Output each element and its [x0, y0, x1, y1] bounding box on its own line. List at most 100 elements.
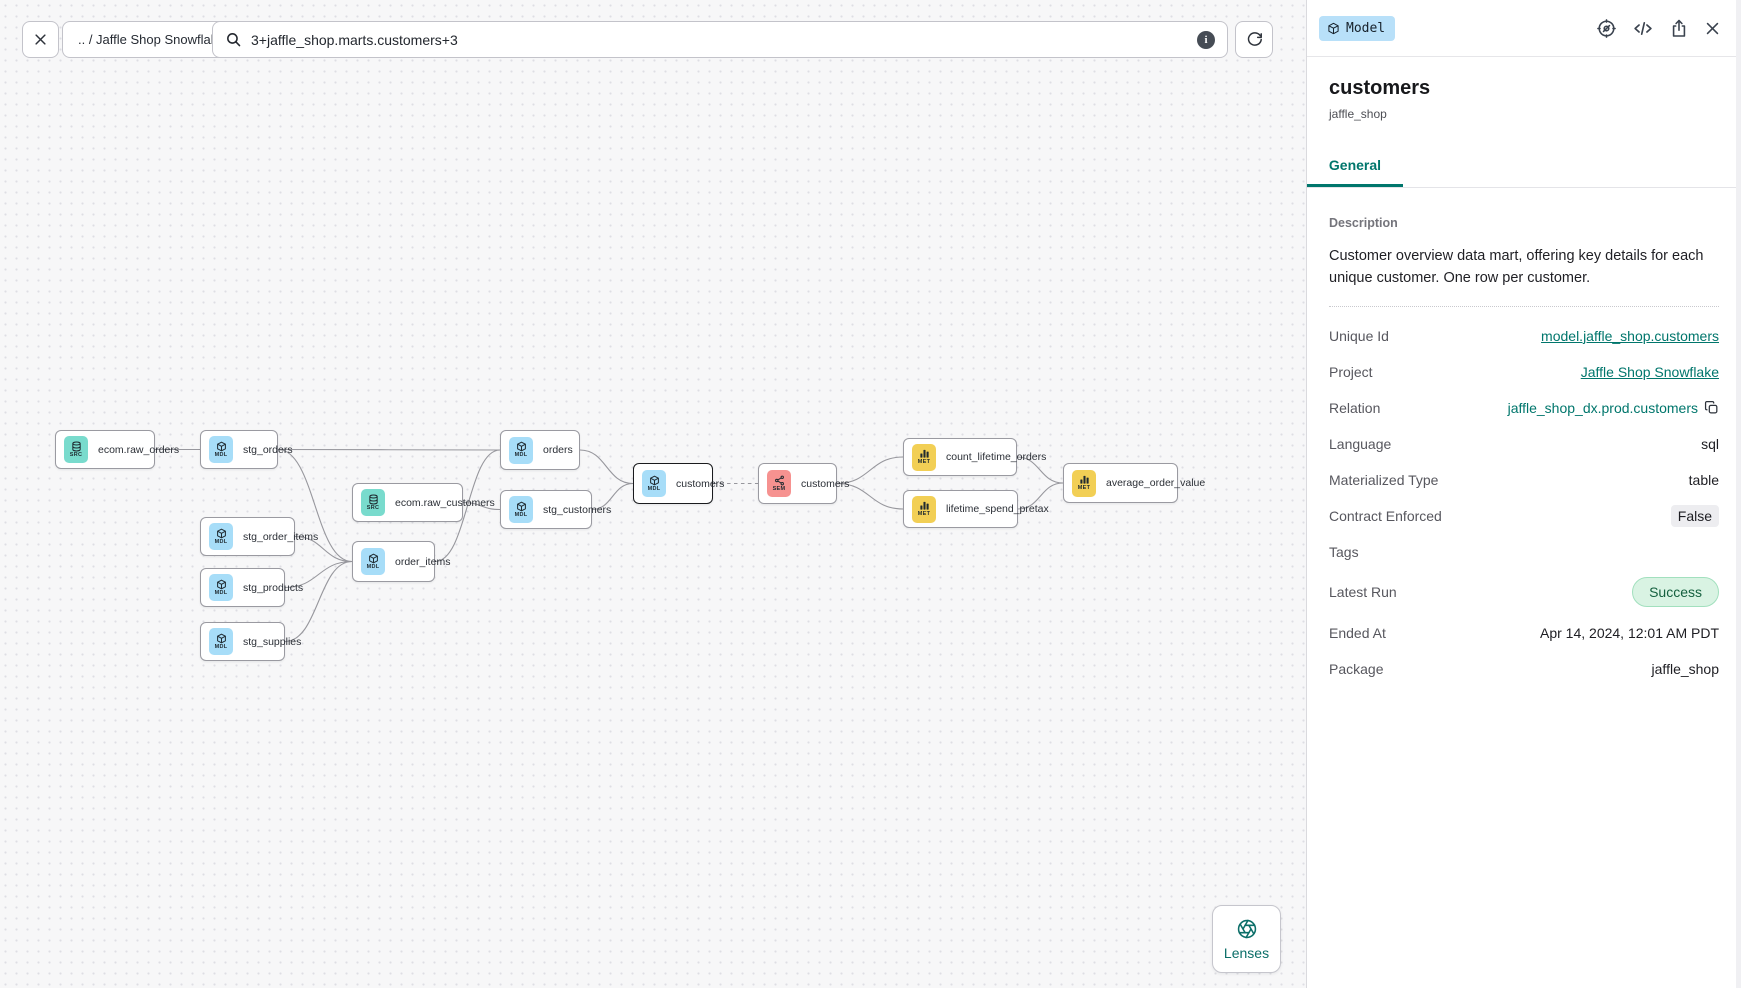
node-label: customers	[676, 477, 725, 490]
node-label: stg_order_items	[243, 530, 319, 543]
section-divider	[1329, 306, 1719, 307]
field-label: Unique Id	[1329, 327, 1389, 344]
close-panel-icon[interactable]	[1704, 20, 1721, 37]
node-label: orders	[543, 444, 573, 456]
panel-tabs: General	[1307, 148, 1741, 188]
field-value: jaffle_shop	[1651, 660, 1719, 677]
search-icon	[225, 31, 242, 48]
node-label: stg_orders	[243, 443, 293, 456]
field-value: jaffle_shop_dx.prod.customers	[1508, 400, 1719, 416]
graph-node-average_order_value[interactable]: MET average_order_value	[1063, 463, 1205, 503]
field-row: Unique Id model.jaffle_shop.customers	[1329, 325, 1719, 346]
bar-chart-icon: MET	[1072, 469, 1096, 497]
description-text: Customer overview data mart, offering ke…	[1329, 248, 1704, 286]
graph-node-lifetime_spend_pretax[interactable]: MET lifetime_spend_pretax	[903, 490, 1049, 528]
field-label: Language	[1329, 435, 1392, 452]
graph-node-stg_products[interactable]: MDL stg_products	[200, 568, 303, 607]
bar-chart-icon: MET	[912, 443, 936, 471]
cube-icon: MDL	[209, 574, 233, 601]
field-value: sql	[1701, 435, 1719, 452]
lenses-button[interactable]: Lenses	[1212, 905, 1281, 973]
field-value: Apr 14, 2024, 12:01 AM PDT	[1540, 624, 1719, 641]
copy-icon[interactable]	[1704, 400, 1719, 415]
cube-icon: MDL	[642, 470, 666, 497]
field-value-link[interactable]: Jaffle Shop Snowflake	[1580, 363, 1719, 380]
close-icon	[33, 32, 48, 47]
refresh-button[interactable]	[1235, 21, 1273, 58]
node-label: order_items	[395, 555, 451, 568]
tab-general[interactable]: General	[1307, 148, 1403, 187]
graph-node-stg_customers[interactable]: MDL stg_customers	[500, 490, 611, 529]
field-label: Project	[1329, 363, 1373, 380]
breadcrumb[interactable]: .. / Jaffle Shop Snowflake	[62, 21, 241, 58]
database-icon: SRC	[361, 489, 385, 516]
field-row: Materialized Type table	[1329, 469, 1719, 490]
panel-header: Model	[1307, 0, 1741, 57]
field-row: Language sql	[1329, 433, 1719, 454]
cube-icon: MDL	[509, 436, 533, 464]
graph-node-orders[interactable]: MDL orders	[500, 430, 580, 470]
refresh-icon	[1246, 31, 1263, 48]
info-icon[interactable]: i	[1197, 30, 1215, 49]
close-lineage-button[interactable]	[22, 21, 59, 58]
graph-node-raw_customers[interactable]: SRC ecom.raw_customers	[352, 483, 495, 522]
cube-icon: MDL	[509, 496, 533, 523]
graph-node-count_lifetime_orders[interactable]: MET count_lifetime_orders	[903, 438, 1046, 476]
node-label: stg_customers	[543, 503, 612, 516]
resource-type-badge: Model	[1319, 15, 1396, 41]
node-label: ecom.raw_customers	[395, 496, 495, 509]
search-input[interactable]	[251, 31, 1197, 48]
details-panel: Model customers jaffle_shop General Desc…	[1306, 0, 1741, 988]
status-badge: Success	[1632, 577, 1719, 607]
field-row: Relation jaffle_shop_dx.prod.customers	[1329, 397, 1719, 418]
lineage-search[interactable]: i	[212, 21, 1228, 58]
panel-subtitle: jaffle_shop	[1329, 107, 1387, 121]
node-label: lifetime_spend_pretax	[946, 503, 1049, 515]
graph-node-stg_supplies[interactable]: MDL stg_supplies	[200, 622, 301, 661]
database-icon: SRC	[64, 436, 88, 463]
node-label: count_lifetime_orders	[946, 451, 1047, 463]
field-value: table	[1688, 471, 1719, 488]
lenses-label: Lenses	[1223, 944, 1270, 961]
field-label: Latest Run	[1329, 584, 1397, 600]
node-label: stg_products	[243, 581, 304, 594]
field-label: Ended At	[1329, 624, 1386, 641]
field-row: Ended At Apr 14, 2024, 12:01 AM PDT	[1329, 622, 1719, 643]
share-icon: SEM	[767, 470, 791, 497]
breadcrumb-label: .. / Jaffle Shop Snowflake	[78, 32, 225, 47]
bar-chart-icon: MET	[912, 495, 936, 523]
field-value-link[interactable]: model.jaffle_shop.customers	[1541, 327, 1719, 344]
node-label: average_order_value	[1106, 477, 1206, 489]
graph-node-order_items[interactable]: MDL order_items	[352, 541, 450, 582]
panel-title: customers	[1329, 77, 1431, 99]
field-value: False	[1670, 504, 1719, 527]
node-label: stg_supplies	[243, 635, 302, 648]
node-label: customers	[801, 477, 850, 490]
field-row: Latest Run Success	[1329, 577, 1719, 607]
node-label: ecom.raw_orders	[98, 443, 180, 456]
export-icon[interactable]	[1669, 18, 1689, 39]
graph-node-customers_sem[interactable]: SEM customers	[758, 463, 849, 504]
cube-icon: MDL	[361, 548, 385, 575]
cube-icon: MDL	[209, 523, 233, 550]
field-label: Contract Enforced	[1329, 507, 1442, 524]
graph-node-stg_order_items[interactable]: MDL stg_order_items	[200, 517, 318, 556]
panel-scrollbar[interactable]	[1736, 0, 1741, 988]
cube-icon: MDL	[209, 628, 233, 655]
field-label: Tags	[1329, 543, 1359, 560]
graph-node-raw_orders[interactable]: SRC ecom.raw_orders	[55, 430, 179, 469]
description-label: Description	[1329, 216, 1398, 230]
field-row: Project Jaffle Shop Snowflake	[1329, 361, 1719, 382]
field-label: Relation	[1329, 399, 1381, 416]
graph-node-customers[interactable]: MDL customers	[633, 463, 724, 504]
compass-icon[interactable]	[1596, 18, 1617, 39]
resource-type-label: Model	[1346, 20, 1386, 36]
field-row: Tags	[1329, 541, 1719, 562]
code-icon[interactable]	[1632, 18, 1654, 39]
cube-icon	[1327, 22, 1340, 35]
field-label: Materialized Type	[1329, 471, 1439, 488]
